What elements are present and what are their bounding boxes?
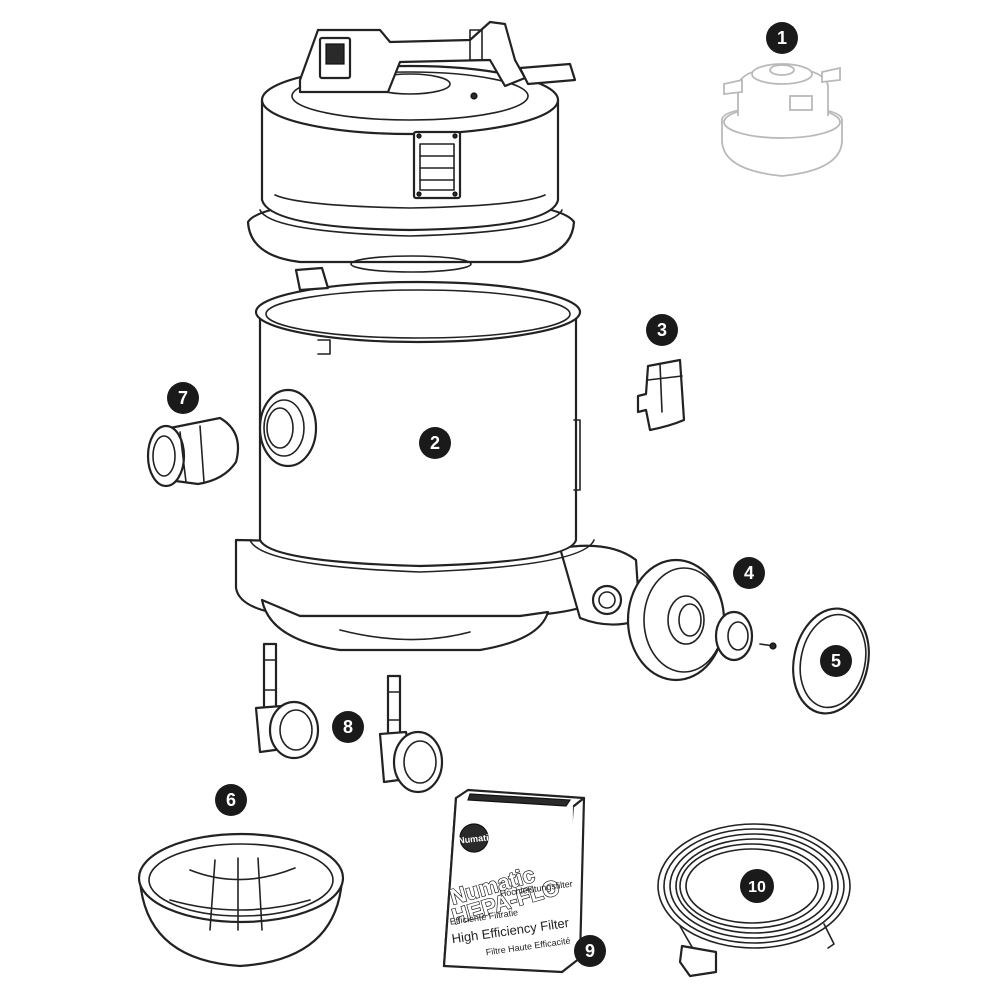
callout-circle xyxy=(646,314,678,346)
callout-badge-8: 8 xyxy=(332,711,364,743)
clip-part xyxy=(636,358,686,432)
wheel-part xyxy=(626,558,777,682)
callout-circle xyxy=(215,784,247,816)
callout-circle xyxy=(740,869,774,903)
callout-circle xyxy=(574,935,606,967)
callout-number: 9 xyxy=(585,941,595,961)
callout-number: 8 xyxy=(343,717,353,737)
hose-inlet-part xyxy=(146,416,240,488)
callout-circle xyxy=(419,427,451,459)
container-drum xyxy=(234,266,642,652)
callout-number: 7 xyxy=(178,388,188,408)
callout-badge-3: 3 xyxy=(646,314,678,346)
callout-badge-7: 7 xyxy=(167,382,199,414)
callout-badge-4: 4 xyxy=(733,557,765,589)
callout-badge-2: 2 xyxy=(419,427,451,459)
motor-head-assembly xyxy=(246,20,577,273)
filter-bag-box: Numatic Numatic HEPA-FLO Hochleistungsfi… xyxy=(442,788,586,974)
callout-circle xyxy=(167,382,199,414)
callout-badge-10: 10 xyxy=(740,869,774,903)
filter-part xyxy=(137,832,345,968)
castor-right xyxy=(378,674,444,794)
power-cable-coil xyxy=(657,823,851,978)
callout-circle xyxy=(820,645,852,677)
callout-circle xyxy=(766,22,798,54)
castor-left xyxy=(254,642,320,760)
callout-number: 10 xyxy=(748,879,766,896)
callout-number: 1 xyxy=(777,28,787,48)
callout-badge-9: 9 xyxy=(574,935,606,967)
callout-number: 3 xyxy=(657,320,667,340)
callout-circle xyxy=(733,557,765,589)
callout-badge-5: 5 xyxy=(820,645,852,677)
motor-unit xyxy=(721,63,843,177)
callout-badge-6: 6 xyxy=(215,784,247,816)
bag-logo: Numatic xyxy=(458,832,494,846)
callout-number: 4 xyxy=(744,563,754,583)
callout-circle xyxy=(332,711,364,743)
callout-number: 2 xyxy=(430,433,440,453)
callout-number: 6 xyxy=(226,790,236,810)
callout-badge-1: 1 xyxy=(766,22,798,54)
callout-number: 5 xyxy=(831,651,841,671)
